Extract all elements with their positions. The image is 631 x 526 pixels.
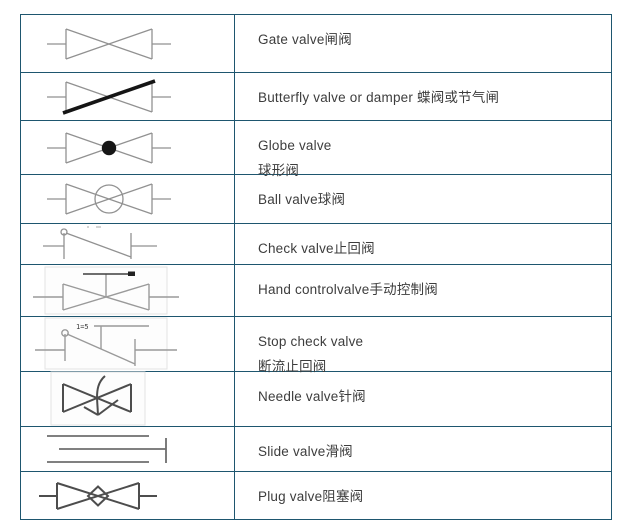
valve-label: Check valve止回阀 (258, 241, 375, 256)
valve-label: Globe valve (258, 138, 332, 153)
table-row-check-valve: Check valve止回阀 (21, 223, 611, 264)
gate-valve-icon (47, 27, 171, 60)
symbol-cell (21, 427, 234, 471)
symbol-cell (21, 265, 234, 316)
handle-end-mark (128, 271, 135, 276)
butterfly-valve-icon (47, 78, 171, 115)
ball-valve-icon (47, 183, 171, 215)
symbol-cell (21, 175, 234, 223)
symbol-cell (21, 15, 234, 72)
symbol-cell (21, 472, 234, 519)
valve-label-cn: 球形阀 (258, 163, 300, 178)
table-row-globe-valve: Globe valve 球形阀 (21, 120, 611, 178)
valve-label: Slide valve滑阀 (258, 444, 353, 459)
label-cell: Gate valve闸阀 (234, 15, 611, 72)
symbol-cell: 1=5 (21, 317, 234, 371)
table-row-plug-valve: Plug valve阻塞阀 (21, 471, 611, 519)
symbol-cell (21, 121, 234, 174)
hand-control-valve-icon (33, 266, 179, 314)
valve-label-cn: 断流止回阀 (258, 359, 327, 374)
label-cell: Butterfly valve or damper 蝶阀或节气闸 (234, 73, 611, 120)
slide-valve-icon (47, 435, 167, 463)
plug-valve-icon (39, 481, 157, 510)
valve-label: Plug valve阻塞阀 (258, 489, 364, 504)
label-cell: Plug valve阻塞阀 (234, 472, 611, 519)
label-cell: Needle valve针阀 (234, 372, 611, 426)
table-row-gate-valve: Gate valve闸阀 (21, 15, 611, 72)
symbol-annotation: 1=5 (76, 323, 89, 331)
label-cell: Hand controlvalve手动控制阀 (234, 265, 611, 316)
table-row-stop-check-valve: 1=5 Stop check valve 断流止回阀 (21, 316, 611, 374)
label-cell: Ball valve球阀 (234, 175, 611, 223)
symbol-cell (21, 371, 234, 426)
label-cell: Slide valve滑阀 (234, 427, 611, 471)
valve-label: Butterfly valve or damper 蝶阀或节气闸 (258, 90, 500, 105)
table-row-hand-control-valve: Hand controlvalve手动控制阀 (21, 264, 611, 316)
label-cell: Check valve止回阀 (234, 224, 611, 264)
valve-label: Gate valve闸阀 (258, 32, 352, 47)
valve-symbol-table: Gate valve闸阀 Butterfly valve or damper 蝶… (20, 14, 612, 520)
valve-label: Hand controlvalve手动控制阀 (258, 282, 438, 297)
valve-label: Needle valve针阀 (258, 389, 366, 404)
symbol-cell (21, 73, 234, 120)
table-row-ball-valve: Ball valve球阀 (21, 174, 611, 223)
label-cell: Globe valve 球形阀 (234, 121, 611, 178)
stop-check-valve-icon: 1=5 (35, 317, 177, 370)
valve-label: Ball valve球阀 (258, 192, 346, 207)
check-valve-icon (43, 226, 157, 259)
table-row-needle-valve: Needle valve针阀 (21, 371, 611, 426)
symbol-cell (21, 224, 234, 264)
label-cell: Stop check valve 断流止回阀 (234, 317, 611, 374)
valve-label: Stop check valve (258, 334, 364, 349)
needle-valve-icon (50, 371, 146, 426)
table-row-butterfly-valve: Butterfly valve or damper 蝶阀或节气闸 (21, 72, 611, 120)
globe-valve-icon (47, 131, 171, 164)
table-row-slide-valve: Slide valve滑阀 (21, 426, 611, 471)
